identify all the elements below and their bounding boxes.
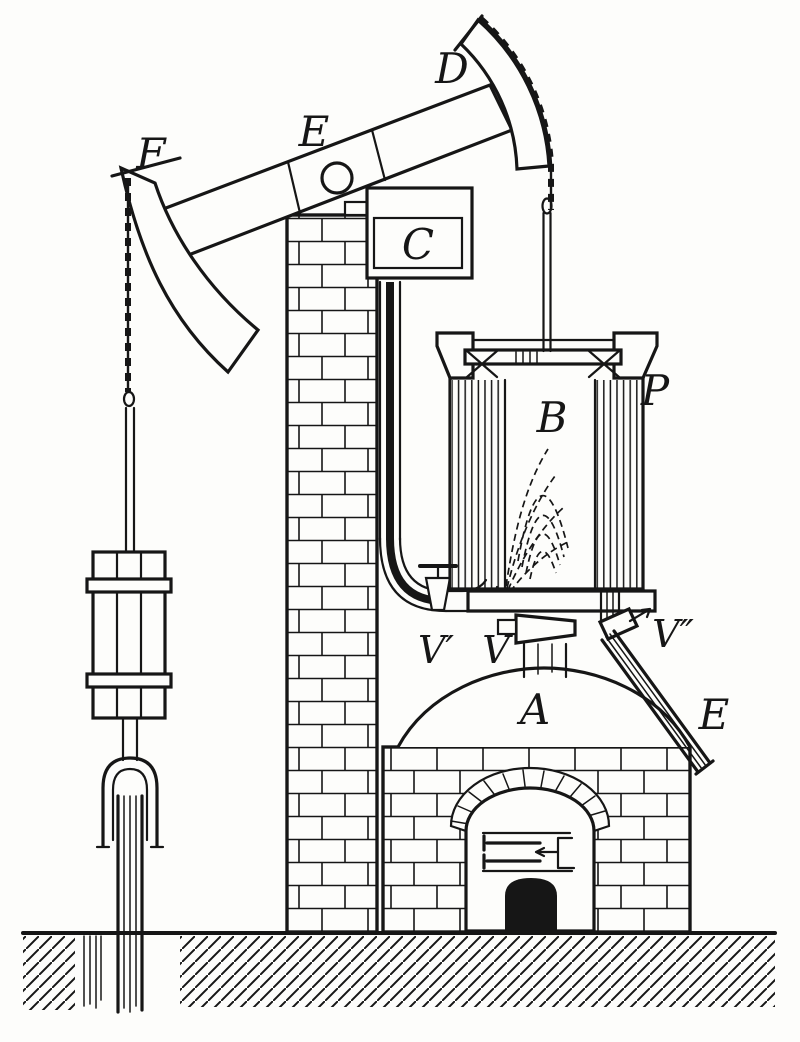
label-arch-head-left: F <box>135 129 167 178</box>
cylinder-base <box>466 589 657 613</box>
label-cylinder: B <box>536 393 568 442</box>
beam-assembly <box>85 14 554 1014</box>
fire-door <box>481 831 576 873</box>
piston <box>463 348 623 379</box>
label-piston: P <box>640 366 670 415</box>
snifting-valve-body <box>597 606 640 642</box>
hinge-straps <box>485 841 542 863</box>
label-steam-valve: V <box>482 628 513 672</box>
arch-head-left <box>110 156 261 375</box>
label-eduction-pipe: E <box>698 690 730 739</box>
stirrup-link <box>95 716 165 849</box>
labels: D E F C P B V′ V V″ A E <box>135 44 729 739</box>
ground <box>21 931 777 1010</box>
eduction-assembly <box>597 590 715 776</box>
flange-left <box>435 331 475 380</box>
flange-right <box>612 331 659 380</box>
label-beam: E <box>298 107 330 156</box>
injection-cistern <box>365 186 474 280</box>
label-boiler: A <box>516 685 550 734</box>
beam-joints <box>286 128 387 215</box>
cylinder <box>435 331 659 613</box>
latch-arrow <box>534 846 560 858</box>
pump-rod-bundle <box>116 794 144 1014</box>
furnace <box>381 745 692 934</box>
steam-valve-stem <box>496 618 518 636</box>
label-injection-cock: V′ <box>418 628 454 672</box>
injection-spray <box>505 448 571 593</box>
label-arch-head-right: D <box>434 44 469 93</box>
cylinder-wall-left <box>452 380 505 589</box>
beam-trunnion <box>320 161 354 195</box>
piston-braces <box>465 349 621 379</box>
counterweight-box <box>85 550 173 720</box>
chain-right <box>478 16 554 210</box>
label-cistern: C <box>402 220 434 269</box>
piston-rod <box>541 197 553 353</box>
ground-hatch-left <box>23 936 75 1010</box>
eduction-pipe <box>600 629 715 776</box>
pivot-block <box>343 200 369 217</box>
fire-hole <box>505 878 557 930</box>
pump-rod-upper <box>122 390 136 554</box>
label-snifting-valve: V″ <box>652 612 694 656</box>
steam-valve-wedge <box>514 613 577 645</box>
masonry-column <box>285 200 379 934</box>
mine-shaft-pipes <box>83 935 102 1009</box>
boiler-dome <box>396 666 692 748</box>
cylinder-wall-right <box>596 380 641 589</box>
ground-hatch-right <box>180 936 775 1007</box>
steam-valve-assembly <box>496 613 577 679</box>
snifting-valve-handle <box>628 607 652 623</box>
